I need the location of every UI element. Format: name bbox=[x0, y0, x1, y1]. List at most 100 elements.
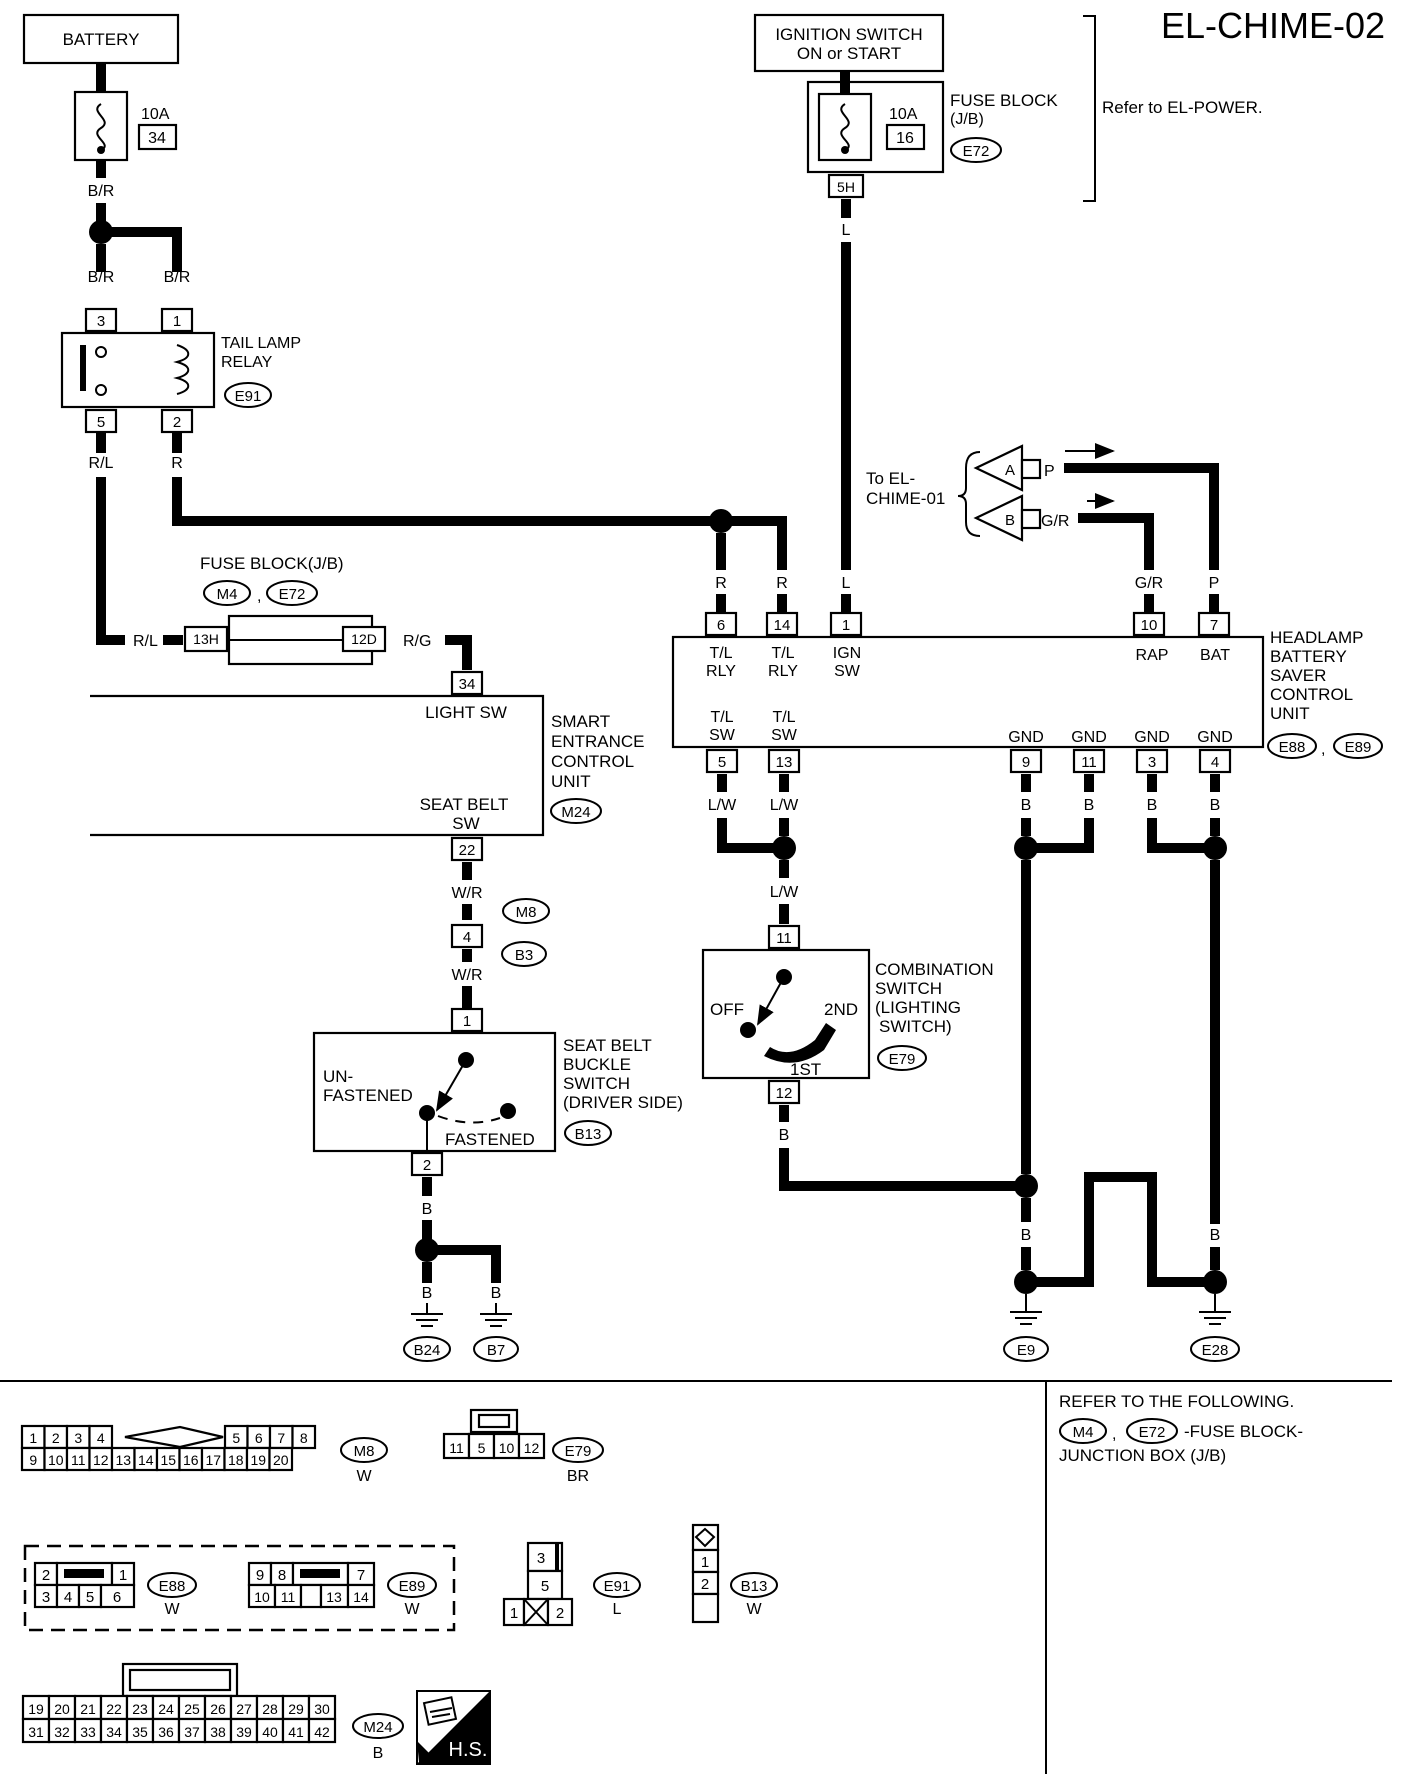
conn-tag-text: E79 bbox=[565, 1443, 592, 1460]
ref-tag-m4 bbox=[1059, 1418, 1107, 1444]
m24-pin-label: 34 bbox=[106, 1724, 122, 1740]
svg-text:2: 2 bbox=[42, 1567, 50, 1584]
hl-label-5: UNIT bbox=[1270, 704, 1310, 723]
reference-bracket bbox=[1083, 15, 1096, 202]
arrow-b bbox=[973, 494, 1024, 542]
conn-tag-text: E9 bbox=[1017, 1342, 1035, 1359]
refer-following: REFER TO THE FOLLOWING. bbox=[1059, 1392, 1294, 1411]
e79-pin-label: 11 bbox=[449, 1440, 464, 1456]
pin-11-comb bbox=[767, 924, 801, 950]
e79-pin bbox=[442, 1432, 471, 1460]
svg-text:8: 8 bbox=[278, 1567, 286, 1584]
relay-pin-1 bbox=[160, 307, 194, 333]
pin-11 bbox=[1072, 748, 1106, 774]
pin-function: IGN bbox=[833, 645, 861, 662]
switch-contact-fastened bbox=[500, 1103, 516, 1119]
conn-tag-text: E88 bbox=[1279, 739, 1306, 756]
connector-b13: 1 2 bbox=[691, 1523, 720, 1624]
wire-color-gr-pin10: G/R bbox=[1135, 575, 1163, 592]
junction-e28 bbox=[1203, 1270, 1227, 1294]
m8-color: W bbox=[356, 1468, 372, 1485]
wire-gnd-right bbox=[1147, 818, 1215, 853]
conn-tag-m24-bottom bbox=[352, 1713, 404, 1739]
wire-color-wr-2: W/R bbox=[451, 967, 482, 984]
conn-tag-e72-top bbox=[950, 137, 1002, 163]
pin-label: 1 bbox=[173, 313, 181, 330]
wire-color-b-pin3: B bbox=[1147, 797, 1158, 814]
svg-text:14: 14 bbox=[353, 1589, 369, 1605]
pin-label: 9 bbox=[1022, 754, 1030, 771]
battery-box bbox=[22, 13, 180, 65]
m8-pin-label: 19 bbox=[250, 1452, 266, 1468]
m24-pin-label: 25 bbox=[184, 1701, 200, 1717]
conn-tag-text: M8 bbox=[516, 904, 537, 921]
pin-label: 2 bbox=[173, 414, 181, 431]
pin-label: 2 bbox=[423, 1157, 431, 1174]
m24-pin-label: 36 bbox=[158, 1724, 174, 1740]
comma: , bbox=[1321, 741, 1325, 758]
m8-pin-label: 18 bbox=[228, 1452, 244, 1468]
connector-e89: 9 8 7 10 11 13 14 bbox=[247, 1561, 376, 1609]
conn-tag-text: E28 bbox=[1202, 1342, 1229, 1359]
conn-tag-e88-bottom bbox=[147, 1572, 197, 1598]
junction-gnd-right bbox=[1203, 836, 1227, 860]
pin-function: T/L bbox=[771, 645, 794, 662]
ignition-label-1: IGNITION SWITCH bbox=[775, 25, 922, 44]
sec-label-1: SMART bbox=[551, 712, 610, 731]
wire-color-l-pin1: L bbox=[842, 575, 851, 592]
m8-pin bbox=[291, 1424, 317, 1450]
conn-tag-m24 bbox=[550, 798, 602, 824]
pin-10 bbox=[1132, 611, 1166, 637]
pin-14 bbox=[765, 611, 799, 637]
wire-r-relay bbox=[172, 477, 721, 526]
wire-color-wr: W/R bbox=[451, 885, 482, 902]
e79-pin-label: 12 bbox=[524, 1440, 540, 1456]
junction-br bbox=[89, 220, 113, 244]
conn-tag-text: E79 bbox=[889, 1051, 916, 1068]
pin-label: 13 bbox=[776, 754, 793, 771]
e79-pin bbox=[517, 1432, 546, 1460]
wire-color-b-pin9: B bbox=[1021, 797, 1032, 814]
junction-gnd-left bbox=[1014, 836, 1038, 860]
m8-pin-label: 6 bbox=[255, 1430, 263, 1446]
pin-function: GND bbox=[1197, 729, 1233, 746]
svg-text:11: 11 bbox=[281, 1589, 296, 1605]
m24-color: B bbox=[373, 1745, 384, 1762]
conn-tag-text: B7 bbox=[487, 1342, 505, 1359]
wire-color-b-pin4: B bbox=[1210, 797, 1221, 814]
m24-pin bbox=[307, 1717, 337, 1744]
m8-pin-label: 7 bbox=[277, 1430, 285, 1446]
to-chime-brace bbox=[957, 451, 981, 537]
pin-4-m8 bbox=[450, 923, 484, 949]
light-sw-label: LIGHT SW bbox=[425, 703, 507, 722]
wire-rl bbox=[96, 477, 125, 645]
ground-e28-symbol bbox=[1199, 1294, 1231, 1325]
pin-function: SW bbox=[834, 663, 861, 680]
hl-label-2: BATTERY bbox=[1270, 647, 1347, 666]
pin-label: 5H bbox=[837, 179, 855, 195]
m24-pin-label: 41 bbox=[288, 1724, 304, 1740]
wire-color-lw-pin5: L/W bbox=[708, 797, 737, 814]
wire-b-comb bbox=[779, 1148, 1026, 1191]
conn-tag-e88 bbox=[1267, 733, 1317, 759]
pin-label: 1 bbox=[463, 1013, 471, 1030]
pin-function: T/L bbox=[772, 709, 795, 726]
m24-pin-label: 22 bbox=[106, 1701, 122, 1717]
pin-3 bbox=[1135, 748, 1169, 774]
pin-function: SW bbox=[771, 727, 798, 744]
comma: , bbox=[257, 588, 261, 605]
junction-gnd-mid bbox=[1014, 1174, 1038, 1198]
pin-13 bbox=[767, 748, 801, 774]
relay-coil bbox=[173, 344, 190, 395]
conn-tag-b13 bbox=[564, 1120, 612, 1146]
m24-pin-label: 40 bbox=[262, 1724, 278, 1740]
pin-6 bbox=[704, 611, 738, 637]
pin-function: T/L bbox=[710, 709, 733, 726]
pin-12-comb bbox=[767, 1079, 801, 1105]
m8-pin-label: 14 bbox=[138, 1452, 154, 1468]
ground-b7-symbol bbox=[480, 1303, 512, 1327]
m8-pin-label: 3 bbox=[74, 1430, 82, 1446]
pin-9 bbox=[1009, 748, 1043, 774]
